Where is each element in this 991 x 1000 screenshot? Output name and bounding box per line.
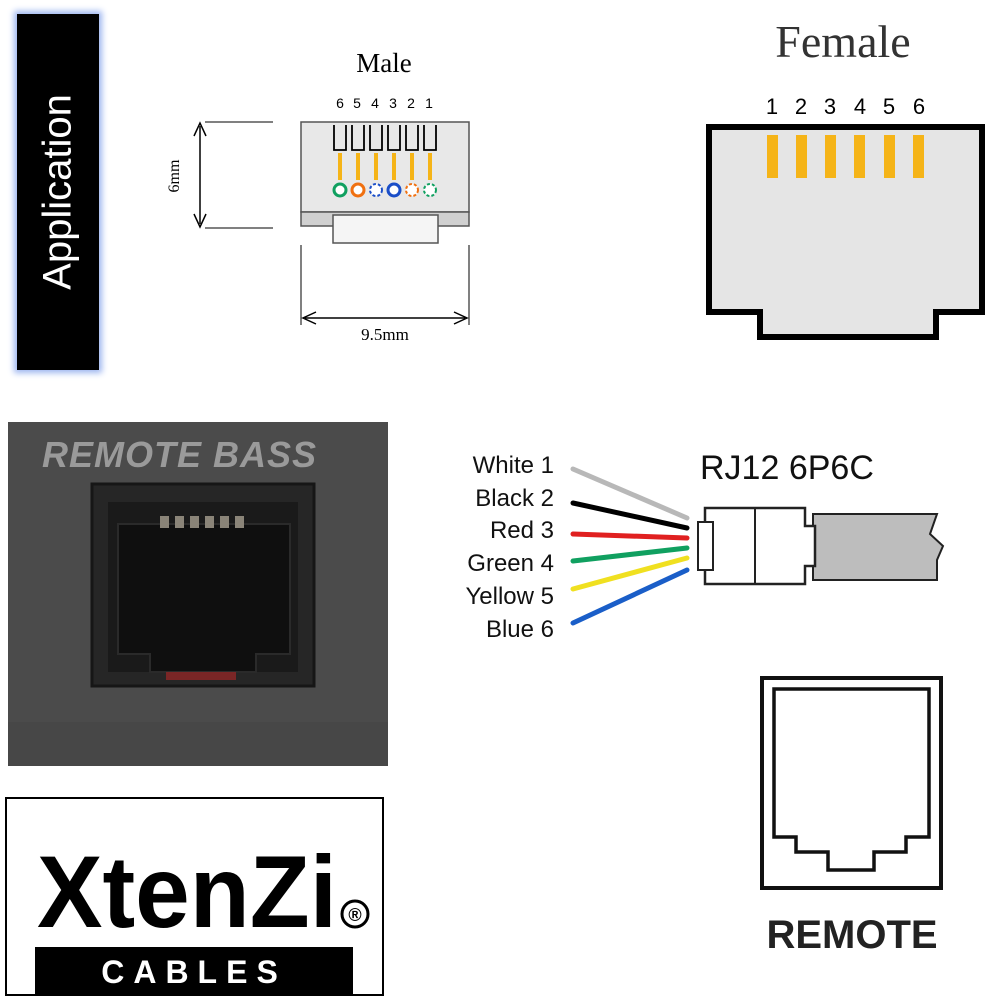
wire-black xyxy=(570,500,690,531)
application-label: Application xyxy=(35,94,80,290)
wire-white xyxy=(570,466,690,521)
logo-registered: ® xyxy=(348,905,361,925)
male-connector-diagram: Male 6 5 4 3 2 1 6mm xyxy=(166,48,470,344)
remote-bass-photo: REMOTE BASS xyxy=(8,422,388,766)
male-pin-number: 1 xyxy=(425,95,433,111)
female-pin-number: 3 xyxy=(824,94,836,119)
remote-jack-icon: REMOTE xyxy=(760,676,943,957)
xtenzi-logo: XtenZi ® CABLES xyxy=(5,797,384,996)
male-plug-body xyxy=(300,121,470,213)
male-pin-number: 6 xyxy=(336,95,344,111)
male-contacts xyxy=(333,125,437,180)
male-width-label: 9.5mm xyxy=(361,325,409,344)
remote-bass-label: REMOTE BASS xyxy=(42,434,318,475)
female-title: Female xyxy=(775,16,910,67)
male-pin-number: 2 xyxy=(407,95,415,111)
female-pin-number: 4 xyxy=(854,94,866,119)
cable-jacket xyxy=(812,513,945,581)
wire-label-3: Red 3 xyxy=(490,517,554,544)
male-plug-latch xyxy=(332,214,439,244)
wire-label-1: White 1 xyxy=(473,452,554,479)
wire-labels: White 1 Black 2 Red 3 Green 4 Yellow 5 B… xyxy=(465,452,554,643)
female-pin-number: 6 xyxy=(913,94,925,119)
male-pin-numbers: 6 5 4 3 2 1 xyxy=(336,95,433,111)
jack-photo-illustration xyxy=(8,482,388,766)
male-pin-number: 3 xyxy=(389,95,397,111)
wire-red xyxy=(570,531,690,541)
female-contacts xyxy=(767,135,924,178)
wire-blue xyxy=(570,567,690,626)
wire-label-6: Blue 6 xyxy=(486,616,554,643)
rj12-wiring-diagram: RJ12 6P6C White 1 Black 2 Red 3 Green 4 … xyxy=(465,449,945,643)
male-height-dimension: 6mm xyxy=(166,121,273,229)
male-width-dimension: 9.5mm xyxy=(300,245,470,344)
wire-label-4: Green 4 xyxy=(467,550,554,577)
male-wire-ends xyxy=(332,182,437,198)
female-pin-number: 1 xyxy=(766,94,778,119)
male-title: Male xyxy=(356,48,411,78)
female-connector-diagram: Female 1 2 3 4 5 6 xyxy=(706,16,985,340)
application-badge: Application xyxy=(17,14,99,370)
wire-yellow xyxy=(570,555,690,592)
wiring-title: RJ12 6P6C xyxy=(700,449,874,487)
wire-green xyxy=(570,545,690,564)
rj12-plug-tip xyxy=(697,521,714,571)
wire-label-5: Yellow 5 xyxy=(465,583,554,610)
male-pin-number: 5 xyxy=(353,95,361,111)
female-pin-numbers: 1 2 3 4 5 6 xyxy=(766,94,925,119)
female-jack-outline xyxy=(706,124,985,340)
female-pin-number: 5 xyxy=(883,94,895,119)
male-pin-number: 4 xyxy=(371,95,379,111)
xtenzi-logo-art: XtenZi ® CABLES xyxy=(35,835,370,994)
wires xyxy=(570,466,690,626)
rj12-plug xyxy=(703,506,817,586)
remote-label: REMOTE xyxy=(766,913,937,957)
wire-label-2: Black 2 xyxy=(475,485,554,512)
male-height-label: 6mm xyxy=(166,159,183,192)
logo-brand: XtenZi xyxy=(37,835,337,949)
logo-subtitle: CABLES xyxy=(101,954,287,990)
female-pin-number: 2 xyxy=(795,94,807,119)
